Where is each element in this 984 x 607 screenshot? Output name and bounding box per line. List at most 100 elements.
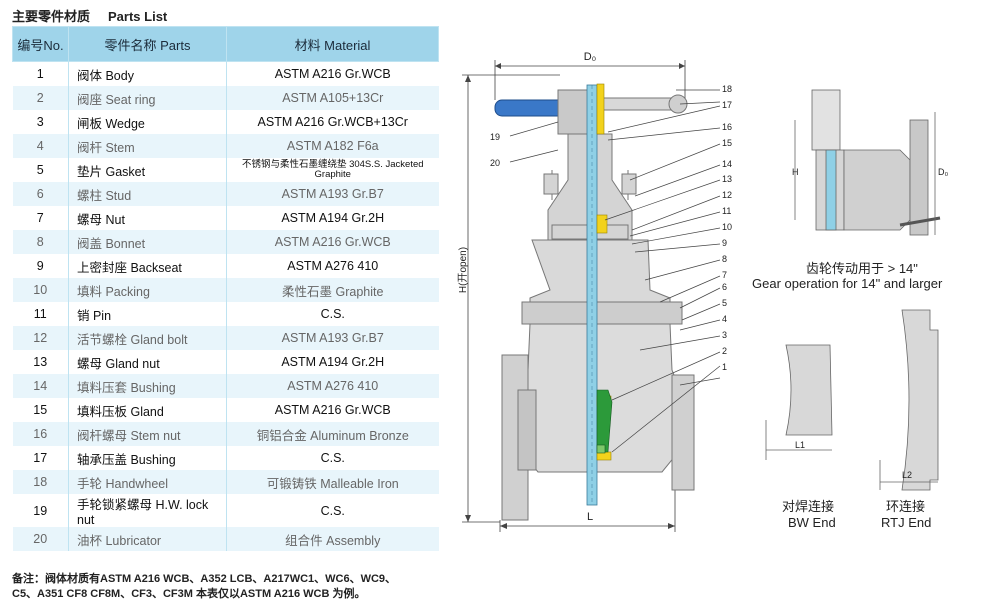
callout-19: 19	[490, 132, 500, 142]
material-cell: ASTM A216 Gr.WCB	[226, 230, 439, 254]
part-number-cell: 7	[12, 206, 69, 230]
part-number-cell: 11	[12, 302, 69, 326]
stem	[586, 84, 598, 506]
callout-lines	[509, 89, 721, 453]
material-cell: ASTM A216 Gr.WCB	[226, 398, 439, 422]
part-number-cell: 18	[12, 470, 69, 494]
part-number-cell: 6	[12, 182, 69, 206]
part-name-cell: 螺母 Gland nut	[68, 350, 227, 374]
material-cell: ASTM A216 Gr.WCB	[226, 61, 439, 86]
material-cell: ASTM A276 410	[226, 254, 439, 278]
callout-16: 16	[722, 122, 732, 132]
gear-caption-en: Gear operation for 14" and larger	[752, 276, 943, 291]
h-open-dimension	[462, 74, 560, 523]
callout-9: 9	[722, 238, 727, 248]
callout-17: 17	[722, 100, 732, 110]
material-cell: 组合件 Assembly	[226, 527, 439, 551]
part-name-cell: 轴承压盖 Bushing	[68, 446, 227, 470]
material-cell: ASTM A193 Gr.B7	[226, 326, 439, 350]
bw-end-caption-cn: 对焊连接	[782, 499, 835, 514]
callout-10: 10	[722, 222, 732, 232]
title-cn: 主要零件材质	[12, 9, 91, 24]
callout-2: 2	[722, 346, 727, 356]
callout-13: 13	[722, 174, 732, 184]
material-cell: ASTM A194 Gr.2H	[226, 350, 439, 374]
part-name-cell: 阀杆螺母 Stem nut	[68, 422, 227, 446]
part-name-cell: 阀座 Seat ring	[68, 86, 227, 110]
part-name-cell: 销 Pin	[68, 302, 227, 326]
callout-20: 20	[490, 158, 500, 168]
footnote: 备注：阀体材质有ASTM A216 WCB、A352 LCB、A217WC1、W…	[12, 572, 396, 602]
label-l: L	[587, 511, 593, 523]
part-name-cell: 手轮锁紧螺母 H.W. lock nut	[68, 494, 227, 527]
label-l2: L2	[902, 470, 912, 480]
part-name-cell: 阀体 Body	[68, 61, 227, 86]
footnote-line-2: C5、A351 CF8 CF8M、CF3、CF3M 本表仅以ASTM A216 …	[12, 588, 366, 600]
wedge-seat	[596, 389, 613, 454]
callout-6: 6	[722, 282, 727, 292]
part-name-cell: 螺母 Nut	[68, 206, 227, 230]
label-l1: L1	[795, 440, 805, 450]
gear-caption-cn: 齿轮传动用于 > 14"	[806, 261, 918, 276]
part-name-cell: 填料压套 Bushing	[68, 374, 227, 398]
callout-1: 1	[722, 362, 727, 372]
part-number-cell: 8	[12, 230, 69, 254]
bw-end-caption-en: BW End	[788, 515, 836, 530]
callout-4: 4	[722, 314, 727, 324]
part-number-cell: 13	[12, 350, 69, 374]
part-number-cell: 15	[12, 398, 69, 422]
label-do-gear: D₀	[938, 167, 948, 177]
label-h: H	[792, 167, 799, 177]
part-name-cell: 油杯 Lubricator	[68, 527, 227, 551]
label-h-open: H(开open)	[458, 247, 469, 293]
part-name-cell: 阀盖 Bonnet	[68, 230, 227, 254]
col-header-material: 材料 Material	[226, 26, 439, 62]
material-cell: 柔性石墨 Graphite	[226, 278, 439, 302]
part-number-cell: 4	[12, 134, 69, 158]
material-cell: ASTM A105+13Cr	[226, 86, 439, 110]
part-number-cell: 9	[12, 254, 69, 278]
material-cell: 铜铝合金 Aluminum Bronze	[226, 422, 439, 446]
part-name-cell: 手轮 Handwheel	[68, 470, 227, 494]
part-number-cell: 10	[12, 278, 69, 302]
valve-body	[501, 239, 695, 521]
callout-7: 7	[722, 270, 727, 280]
callout-numbers: 18 17 16 15 14 13 12 11 10 9 8 7 6 5 4 3…	[490, 84, 732, 372]
part-number-cell: 12	[12, 326, 69, 350]
material-cell: ASTM A276 410	[226, 374, 439, 398]
material-cell: ASTM A194 Gr.2H	[226, 206, 439, 230]
footnote-line-1: 备注：阀体材质有ASTM A216 WCB、A352 LCB、A217WC1、W…	[12, 573, 397, 585]
part-name-cell: 填料压板 Gland	[68, 398, 227, 422]
callout-18: 18	[722, 84, 732, 94]
part-number-cell: 1	[12, 61, 69, 86]
rtj-end-sketch	[879, 309, 939, 491]
callout-12: 12	[722, 190, 732, 200]
table-header-row: 编号No. 零件名称 Parts 材料 Material	[12, 26, 439, 62]
part-name-cell: 上密封座 Backseat	[68, 254, 227, 278]
part-name-cell: 垫片 Gasket	[68, 158, 227, 182]
callout-11: 11	[722, 206, 731, 216]
material-cell: ASTM A193 Gr.B7	[226, 182, 439, 206]
material-cell: C.S.	[226, 302, 439, 326]
col-header-parts: 零件名称 Parts	[68, 26, 227, 62]
part-name-cell: 填料 Packing	[68, 278, 227, 302]
rtj-end-caption-cn: 环连接	[886, 499, 926, 514]
material-cell: 可锻铸铁 Malleable Iron	[226, 470, 439, 494]
